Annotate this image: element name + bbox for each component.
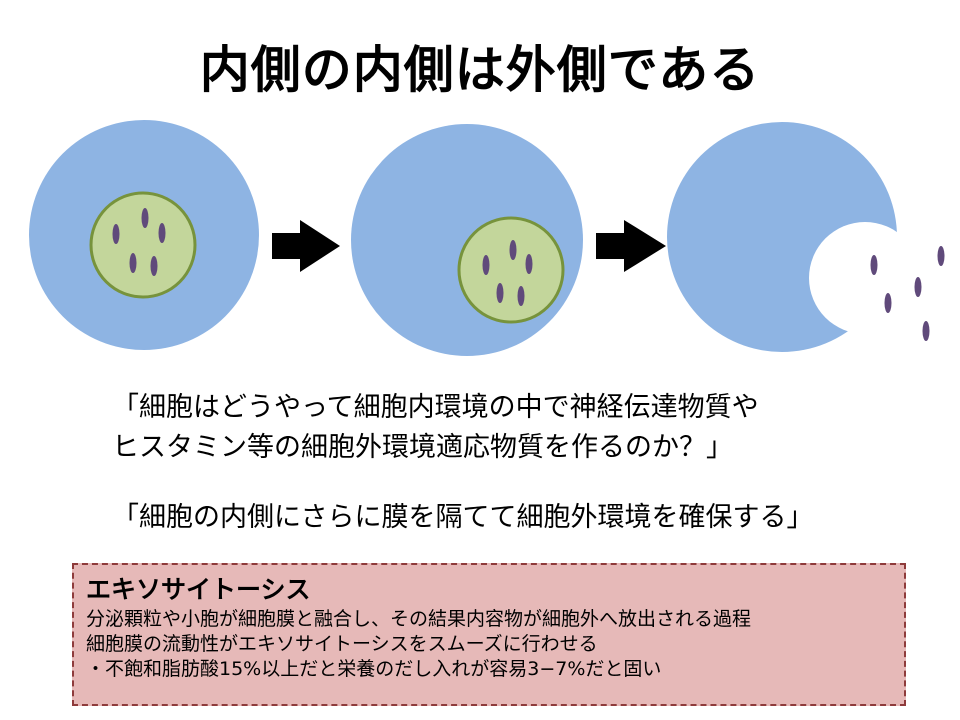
definition-line-1: 分泌顆粒や小胞が細胞膜と融合し、その結果内容物が細胞外へ放出される過程 bbox=[86, 608, 752, 630]
granules-released bbox=[870, 246, 945, 341]
granule bbox=[922, 321, 930, 341]
granule bbox=[112, 224, 120, 244]
stage-2-cell-group bbox=[351, 124, 583, 356]
granule bbox=[141, 208, 149, 228]
vesicle-stage-1 bbox=[89, 191, 197, 299]
granule bbox=[158, 223, 166, 243]
exocytosis-diagram bbox=[29, 120, 945, 356]
definition-line-3: ・不飽和脂肪酸15%以上だと栄養のだし入れが容易3−7%だと固い bbox=[86, 658, 662, 680]
definition-box: エキソサイトーシス 分泌顆粒や小胞が細胞膜と融合し、その結果内容物が細胞外へ放出… bbox=[72, 563, 906, 706]
granules-stage-2 bbox=[482, 240, 533, 306]
granule bbox=[884, 293, 892, 313]
question-1-line-2: ヒスタミン等の細胞外環境適応物質を作るのか？」 bbox=[112, 432, 733, 463]
definition-title: エキソサイトーシス bbox=[86, 575, 311, 604]
question-text-2: 「細胞の内側にさらに膜を隔てて細胞外環境を確保する」 bbox=[112, 502, 814, 533]
stage-3-cell-group bbox=[667, 122, 945, 352]
released-pocket bbox=[809, 222, 921, 334]
definition-line-2: 細胞膜の流動性がエキソサイトーシスをスムーズに行わせる bbox=[86, 633, 598, 655]
arrow-right-icon bbox=[596, 220, 666, 272]
granule bbox=[914, 277, 922, 297]
granule bbox=[937, 246, 945, 266]
granule bbox=[129, 253, 137, 273]
granule bbox=[509, 240, 517, 260]
granule bbox=[517, 286, 525, 306]
question-text-1: 「細胞はどうやって細胞内環境の中で神経伝達物質や ヒスタミン等の細胞外環境適応物… bbox=[112, 388, 759, 468]
granules-stage-1 bbox=[112, 208, 166, 276]
granule bbox=[870, 255, 878, 275]
granule bbox=[150, 256, 158, 276]
arrow-right-icon bbox=[272, 220, 340, 272]
granule bbox=[496, 283, 504, 303]
stage-1-cell-group bbox=[29, 120, 259, 350]
question-1-line-1: 「細胞はどうやって細胞内環境の中で神経伝達物質や bbox=[112, 392, 759, 423]
granule bbox=[525, 254, 533, 274]
vesicle-stage-2 bbox=[457, 216, 565, 324]
granule bbox=[482, 255, 490, 275]
page-title: 内側の内側は外側である bbox=[199, 41, 761, 99]
